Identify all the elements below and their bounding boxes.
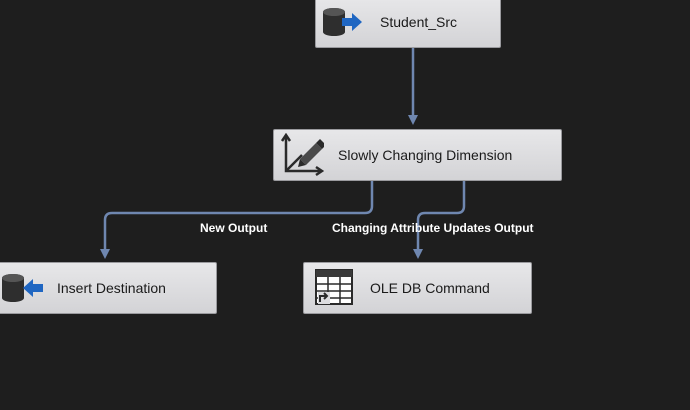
insert-destination-node[interactable]: Insert Destination bbox=[0, 262, 217, 314]
new-output-path-label[interactable]: New Output bbox=[200, 221, 268, 235]
slowly-changing-dimension-icon bbox=[278, 131, 326, 179]
slowly-changing-dimension-node[interactable]: Slowly Changing Dimension bbox=[273, 129, 562, 181]
connector-new-output[interactable] bbox=[100, 181, 374, 259]
ole-db-destination-icon bbox=[0, 264, 45, 312]
connector-changing-attribute[interactable] bbox=[413, 181, 466, 259]
insert-destination-label: Insert Destination bbox=[57, 280, 166, 296]
ole-db-command-icon bbox=[310, 264, 358, 312]
student-src-label: Student_Src bbox=[380, 14, 458, 30]
ole-db-source-icon bbox=[318, 0, 366, 46]
scd-label: Slowly Changing Dimension bbox=[338, 147, 513, 163]
student-src-node[interactable]: Student_Src bbox=[315, 0, 501, 48]
ole-db-command-label: OLE DB Command bbox=[370, 280, 490, 296]
ole-db-command-node[interactable]: OLE DB Command bbox=[303, 262, 532, 314]
changing-attribute-path-label[interactable]: Changing Attribute Updates Output bbox=[332, 221, 534, 235]
